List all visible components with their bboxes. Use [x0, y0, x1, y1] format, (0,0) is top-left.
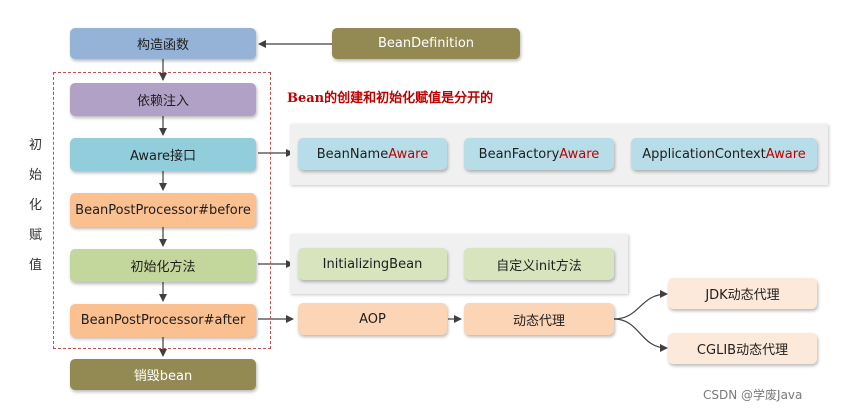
- init-group-label-char: 赋: [29, 228, 43, 243]
- aware-interface-box: Aware接口: [70, 138, 256, 171]
- jdk-proxy-box: JDK动态代理: [668, 278, 817, 309]
- aop-box: AOP: [298, 303, 447, 335]
- bean-definition-box: BeanDefinition: [332, 28, 520, 59]
- init-group-label-char: 值: [29, 258, 43, 273]
- creation-init-note: Bean的创建和初始化赋值是分开的: [287, 91, 494, 106]
- bpp-before-box: BeanPostProcessor#before: [70, 193, 256, 227]
- destroy-bean-box: 销毁bean: [70, 359, 256, 390]
- dynamic-proxy-box: 动态代理: [464, 303, 614, 335]
- watermark: CSDN @学废Java: [703, 388, 803, 402]
- init-method-box: 初始化方法: [70, 249, 256, 282]
- arrow-proxy-to-cglib: [613, 318, 668, 352]
- initialization-group-border: [53, 72, 271, 349]
- init-group-label-char: 初: [29, 138, 43, 153]
- dependency-injection-box: 依赖注入: [70, 83, 256, 116]
- constructor-box: 构造函数: [70, 28, 256, 59]
- initializing-bean-box: InitializingBean: [298, 248, 447, 280]
- bpp-after-box: BeanPostProcessor#after: [70, 304, 256, 337]
- aware-item-prefix: BeanFactory: [478, 146, 560, 162]
- aware-item-suffix: Aware: [388, 146, 429, 162]
- aware-item-suffix: Aware: [559, 146, 600, 162]
- cglib-proxy-box: CGLIB动态代理: [668, 333, 817, 364]
- aware-item-prefix: ApplicationContext: [642, 146, 766, 162]
- aware-item-prefix: BeanName: [316, 146, 389, 162]
- arrow-proxy-to-jdk: [613, 290, 668, 320]
- aware-item-suffix: Aware: [765, 146, 806, 162]
- init-group-label-char: 化: [29, 198, 43, 213]
- init-group-label-char: 始: [29, 168, 43, 183]
- custom-init-method-box: 自定义init方法: [464, 248, 614, 280]
